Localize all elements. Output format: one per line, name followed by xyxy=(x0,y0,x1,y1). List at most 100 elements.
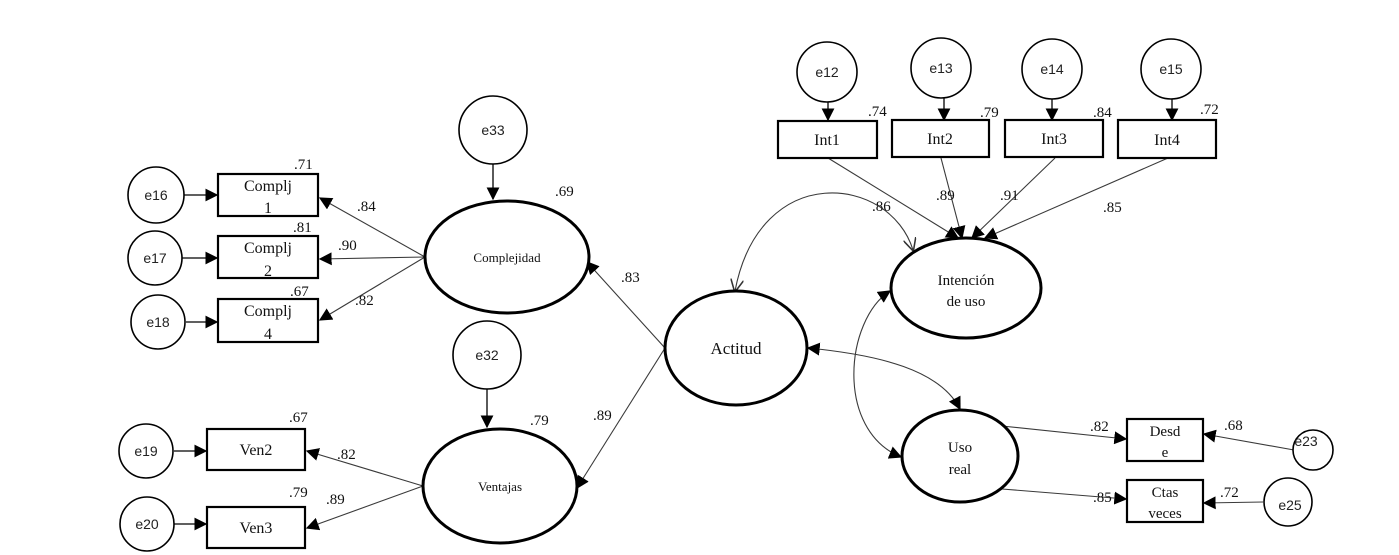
observed-int1-label: Int1 xyxy=(814,132,840,149)
loading-path-int3 xyxy=(971,157,1056,239)
observed-complj1[interactable]: Complj 1 xyxy=(216,172,320,218)
error-weight-e23: .68 xyxy=(1224,418,1243,434)
latent-ventajas-label: Ventajas xyxy=(478,479,522,494)
loading-path-int2 xyxy=(940,157,966,240)
loading-path-int1 xyxy=(827,157,960,239)
loading-int1: .86 xyxy=(872,199,891,215)
observed-desde-line2: e xyxy=(1162,445,1169,461)
loading-int4: .85 xyxy=(1103,200,1122,216)
observed-complj4-line2: 4 xyxy=(264,326,272,343)
error-e15-label: e15 xyxy=(1159,61,1183,77)
observed-int2-label: Int2 xyxy=(927,131,953,148)
observed-int3-label: Int3 xyxy=(1041,131,1067,148)
latent-intencion-de-uso[interactable]: Intención de uso xyxy=(889,236,1043,340)
error-e14-label: e14 xyxy=(1040,61,1064,77)
loading-complj4: .82 xyxy=(355,293,374,309)
loading-desde: .82 xyxy=(1090,419,1109,435)
error-e13[interactable]: e13 xyxy=(910,37,972,99)
loading-complj2: .90 xyxy=(338,238,357,254)
observed-complj1-line2: 1 xyxy=(264,200,272,217)
observed-complj1-line1: Complj xyxy=(244,178,292,195)
error-e33-label: e33 xyxy=(481,122,505,138)
latent-uso-real-label-line1: Uso xyxy=(948,440,972,456)
error-e19-label: e19 xyxy=(134,443,158,459)
observed-ctas-line2: veces xyxy=(1148,506,1181,522)
r2-int2: .79 xyxy=(980,105,999,121)
observed-int1[interactable]: Int1 xyxy=(776,119,879,160)
error-e23-label: e23 xyxy=(1294,433,1318,449)
covariance-actitud-usoreal xyxy=(806,342,961,411)
loading-path-ven2 xyxy=(305,448,424,487)
r2-ven3: .79 xyxy=(289,485,308,501)
error-weight-e25: .72 xyxy=(1220,485,1239,501)
error-e12[interactable]: e12 xyxy=(796,41,858,103)
observed-ven3-label: Ven3 xyxy=(240,520,273,537)
r2-complj2: .81 xyxy=(293,220,312,236)
loading-int2: .89 xyxy=(936,188,955,204)
structural-coef-complejidad: .83 xyxy=(621,270,640,286)
error-e23[interactable]: e23 xyxy=(1292,429,1334,471)
error-e33[interactable]: e33 xyxy=(458,95,528,165)
latent-uso-real[interactable]: Uso real xyxy=(900,408,1020,504)
error-e20-label: e20 xyxy=(135,516,159,532)
loading-int3: .91 xyxy=(1000,188,1019,204)
observed-ctas-veces[interactable]: Ctas veces xyxy=(1125,478,1205,524)
observed-int4[interactable]: Int4 xyxy=(1116,118,1218,160)
structural-coef-ventajas: .89 xyxy=(593,408,612,424)
observed-complj2-line1: Complj xyxy=(244,240,292,257)
latent-ventajas[interactable]: Ventajas xyxy=(421,427,579,545)
covariance-actitud-intencion xyxy=(735,192,913,291)
observed-int4-label: Int4 xyxy=(1154,132,1180,149)
structural-path-actitud-complejidad xyxy=(586,261,666,349)
observed-complj2[interactable]: Complj 2 xyxy=(216,234,320,280)
observed-complj4[interactable]: Complj 4 xyxy=(216,297,320,344)
error-e32[interactable]: e32 xyxy=(452,320,522,390)
r2-complejidad: .69 xyxy=(555,184,574,200)
error-path-e23 xyxy=(1202,429,1295,451)
observed-int2[interactable]: Int2 xyxy=(890,118,991,159)
r2-ventajas: .79 xyxy=(530,413,549,429)
observed-desde-line1: Desd xyxy=(1150,424,1181,440)
loading-ven3: .89 xyxy=(326,492,345,508)
error-e15[interactable]: e15 xyxy=(1140,38,1202,100)
error-e17-label: e17 xyxy=(143,250,167,266)
error-e14[interactable]: e14 xyxy=(1021,38,1083,100)
latent-uso-real-label-line2: real xyxy=(949,462,971,478)
r2-int1: .74 xyxy=(868,104,887,120)
error-e20[interactable]: e20 xyxy=(119,496,175,552)
error-e25-label: e25 xyxy=(1278,497,1302,513)
latent-intencion-label-line2: de uso xyxy=(947,294,986,310)
r2-int3: .84 xyxy=(1093,105,1112,121)
observed-int3[interactable]: Int3 xyxy=(1003,118,1105,159)
observed-desde[interactable]: Desd e xyxy=(1125,417,1205,463)
loading-path-ven3 xyxy=(305,485,424,531)
observed-ven3[interactable]: Ven3 xyxy=(205,505,307,550)
error-path-e25 xyxy=(1202,496,1264,510)
error-e13-label: e13 xyxy=(929,60,953,76)
structural-path-actitud-ventajas xyxy=(576,347,666,490)
observed-ven2[interactable]: Ven2 xyxy=(205,427,307,472)
loading-ven2: .82 xyxy=(337,447,356,463)
error-e12-label: e12 xyxy=(815,64,839,80)
error-e16-label: e16 xyxy=(144,187,168,203)
error-e17[interactable]: e17 xyxy=(127,230,183,286)
latent-complejidad-label: Complejidad xyxy=(473,250,541,265)
latent-actitud-label: Actitud xyxy=(711,339,762,358)
error-e16[interactable]: e16 xyxy=(127,166,185,224)
loading-path-complj1 xyxy=(318,197,426,258)
loading-path-ctas xyxy=(1001,488,1128,505)
loading-complj1: .84 xyxy=(357,199,376,215)
latent-actitud[interactable]: Actitud xyxy=(663,289,809,407)
latent-complejidad[interactable]: Complejidad xyxy=(423,199,591,315)
r2-complj4: .67 xyxy=(290,284,309,300)
observed-ctas-line1: Ctas xyxy=(1152,485,1179,501)
loading-path-desde xyxy=(1001,425,1128,445)
observed-ven2-label: Ven2 xyxy=(240,442,273,459)
error-e18[interactable]: e18 xyxy=(130,294,186,350)
error-e19[interactable]: e19 xyxy=(118,423,174,479)
error-e18-label: e18 xyxy=(146,314,170,330)
error-e25[interactable]: e25 xyxy=(1263,477,1313,527)
loading-path-complj4 xyxy=(318,256,426,321)
error-e32-label: e32 xyxy=(475,347,499,363)
